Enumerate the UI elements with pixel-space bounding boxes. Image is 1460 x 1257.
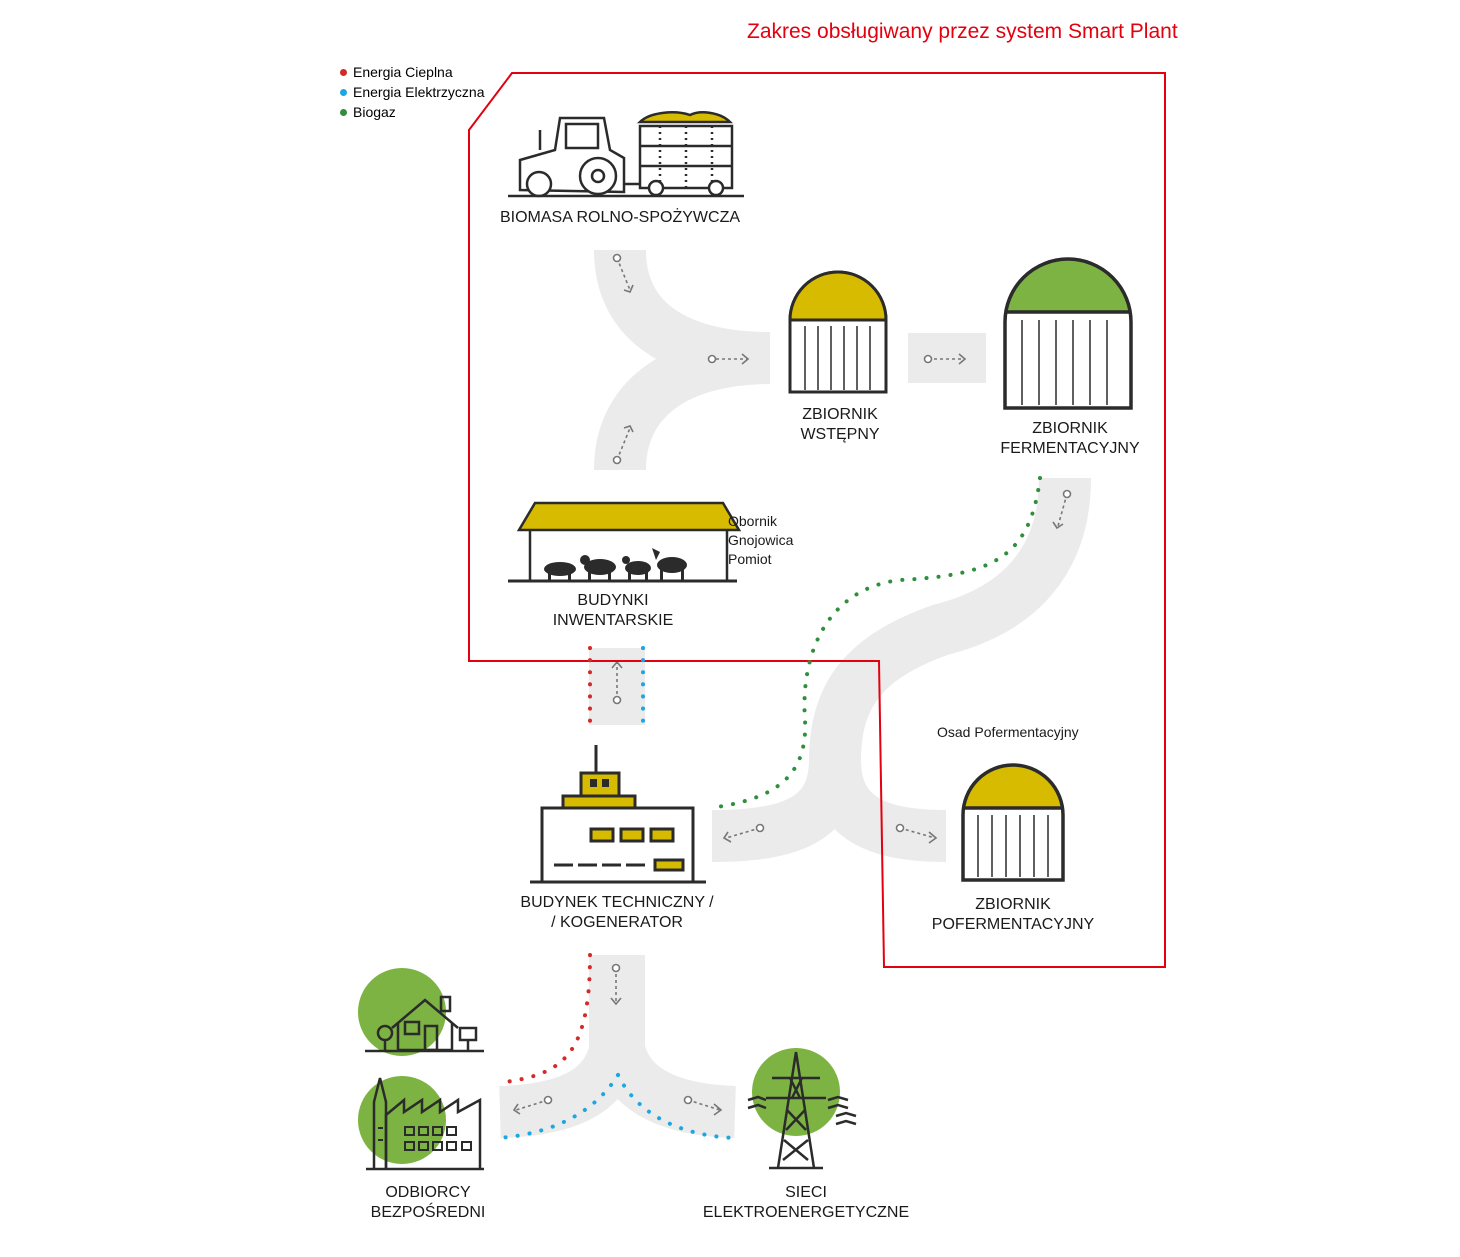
heat-energy-lines	[496, 646, 592, 1085]
legend-dot-biogas	[340, 108, 347, 116]
legend-item-biogas: Biogaz	[340, 102, 485, 122]
pre-tank-label-line2: WSTĘPNY	[800, 426, 880, 443]
direction-arrows	[512, 257, 1068, 1116]
legend-item-heat: Energia Cieplna	[340, 62, 485, 82]
technical-label-line1: BUDYNEK TECHNICZNY /	[520, 894, 714, 911]
legend-label-heat: Energia Cieplna	[353, 64, 453, 80]
manure-note-1: Obornik	[728, 513, 778, 529]
grid-label-line1: SIECI	[785, 1184, 827, 1201]
manure-note-2: Gnojowica	[728, 532, 794, 548]
post-tank-icon	[961, 763, 1065, 882]
legend-dot-heat	[340, 68, 347, 76]
post-tank-label-line1: ZBIORNIK	[975, 896, 1051, 913]
house-factory-icon	[358, 968, 484, 1171]
technical-building-label: BUDYNEK TECHNICZNY / / KOGENERATOR	[520, 893, 713, 933]
biogas-line	[708, 476, 1042, 810]
fermentation-tank-label-line2: FERMENTACYJNY	[1000, 440, 1140, 457]
consumers-label-line1: ODBIORCY	[385, 1184, 471, 1201]
digestate-note: Osad Pofermentacyjny	[937, 724, 1079, 740]
fermentation-tank-label-line1: ZBIORNIK	[1032, 420, 1108, 437]
post-tank-label-line2: POFERMENTACYJNY	[931, 916, 1095, 933]
power-pylon-icon	[747, 1048, 857, 1170]
smart-plant-scope-border	[468, 72, 1166, 968]
factory-icon	[530, 745, 706, 884]
flow-bands	[498, 248, 1091, 1138]
grid-label: SIECI ELEKTROENERGETYCZNE	[703, 1183, 909, 1223]
livestock-label-line2: INWENTARSKIE	[552, 612, 674, 629]
consumers-label-line2: BEZPOŚREDNI	[370, 1204, 486, 1221]
pre-tank-icon	[788, 270, 888, 394]
legend-dot-electric	[340, 88, 347, 96]
manure-note: Obornik Gnojowica Pomiot	[728, 512, 793, 569]
fermentation-tank-icon	[1003, 257, 1133, 410]
page-title: Zakres obsługiwany przez system Smart Pl…	[747, 20, 1178, 43]
post-tank-label: ZBIORNIK POFERMENTACYJNY	[932, 895, 1094, 935]
pre-tank-label: ZBIORNIK WSTĘPNY	[800, 405, 879, 445]
tractor-icon	[508, 111, 744, 198]
legend-item-electric: Energia Elektrzyczna	[340, 82, 485, 102]
legend: Energia Cieplna Energia Elektrzyczna Bio…	[340, 62, 485, 122]
livestock-label: BUDYNKI INWENTARSKIE	[553, 591, 674, 631]
biomass-label: BIOMASA ROLNO-SPOŻYWCZA	[500, 208, 740, 228]
manure-note-3: Pomiot	[728, 551, 772, 567]
grid-label-line2: ELEKTROENERGETYCZNE	[702, 1204, 910, 1221]
legend-label-biogas: Biogaz	[353, 104, 396, 120]
biomass-label-line1: BIOMASA ROLNO-SPOŻYWCZA	[499, 209, 741, 226]
arrow-origin-circles	[543, 253, 1072, 1105]
consumers-label: ODBIORCY BEZPOŚREDNI	[371, 1183, 486, 1223]
electric-energy-lines	[496, 646, 740, 1140]
livestock-label-line1: BUDYNKI	[577, 592, 649, 609]
pre-tank-label-line1: ZBIORNIK	[802, 406, 878, 423]
fermentation-tank-label: ZBIORNIK FERMENTACYJNY	[1000, 419, 1139, 459]
technical-label-line2: / KOGENERATOR	[551, 914, 683, 931]
barn-icon	[508, 501, 742, 583]
legend-label-electric: Energia Elektrzyczna	[353, 84, 485, 100]
